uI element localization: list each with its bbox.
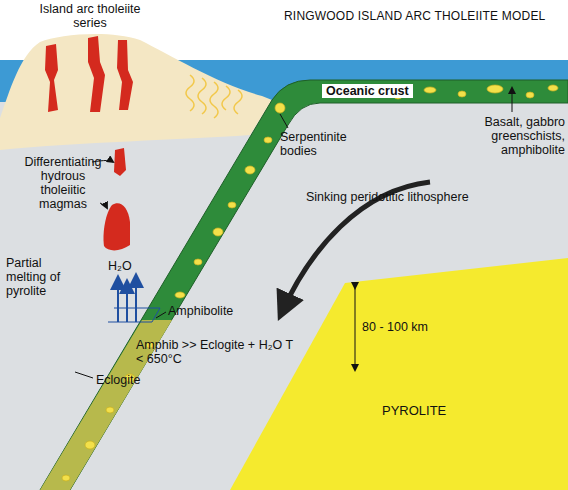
arc-label: Island arc tholeiite series — [30, 2, 150, 30]
eclogite-label: Eclogite — [96, 373, 140, 387]
reaction-label: Amphib >> Eclogite + H₂O T < 650°C — [136, 338, 296, 366]
pyrolite-label: PYROLITE — [382, 404, 446, 418]
crust-rock-label: Basalt, gabbro greenschists, amphibolite — [430, 115, 565, 157]
water-label: H₂O — [108, 259, 132, 273]
magma-label: Differentiating hydrous tholeiitic magma… — [20, 155, 106, 211]
depth-label: 80 - 100 km — [362, 320, 428, 334]
amphibolite-label: Amphibolite — [168, 304, 233, 318]
lithosphere-label: Sinking peridotitic lithosphere — [306, 190, 469, 204]
serpentinite-label: Serpentinite bodies — [280, 130, 360, 158]
crust-label: Oceanic crust — [322, 84, 413, 98]
melting-label: Partial melting of pyrolite — [6, 256, 76, 298]
diagram-title: RINGWOOD ISLAND ARC THOLEIITE MODEL — [284, 9, 545, 23]
